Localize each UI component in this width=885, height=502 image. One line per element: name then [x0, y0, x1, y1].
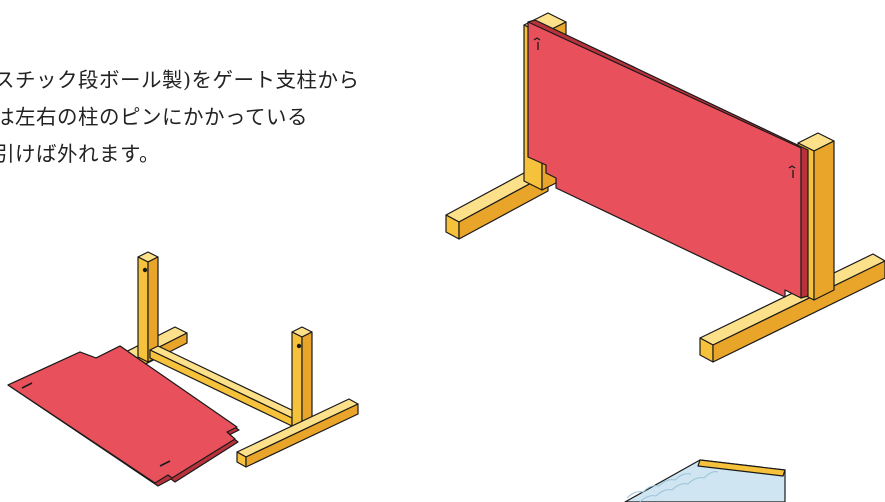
corrugated-roof	[624, 459, 786, 502]
upright-gate	[445, 12, 885, 363]
flat-right-post	[291, 326, 313, 433]
left-foot	[445, 166, 549, 240]
pin-icon	[533, 37, 541, 50]
red-panel	[527, 19, 809, 299]
instruction-caption: スチック段ボール製)をゲート支柱から は左右の柱のピンにかかっている 引けば外れ…	[0, 62, 414, 173]
caption-line-3: 引けば外れます。	[0, 142, 160, 166]
right-foot	[699, 253, 885, 363]
flat-left-post	[137, 251, 159, 363]
flat-red-panel	[7, 345, 240, 487]
caption-line-1: スチック段ボール製)をゲート支柱から	[0, 68, 360, 92]
flat-crossbar	[149, 345, 301, 427]
caption-line-2: は左右の柱のピンにかかっている	[0, 105, 308, 129]
flat-right-foot	[236, 398, 359, 468]
pin-icon	[788, 165, 796, 178]
disassembled-gate	[7, 251, 359, 487]
